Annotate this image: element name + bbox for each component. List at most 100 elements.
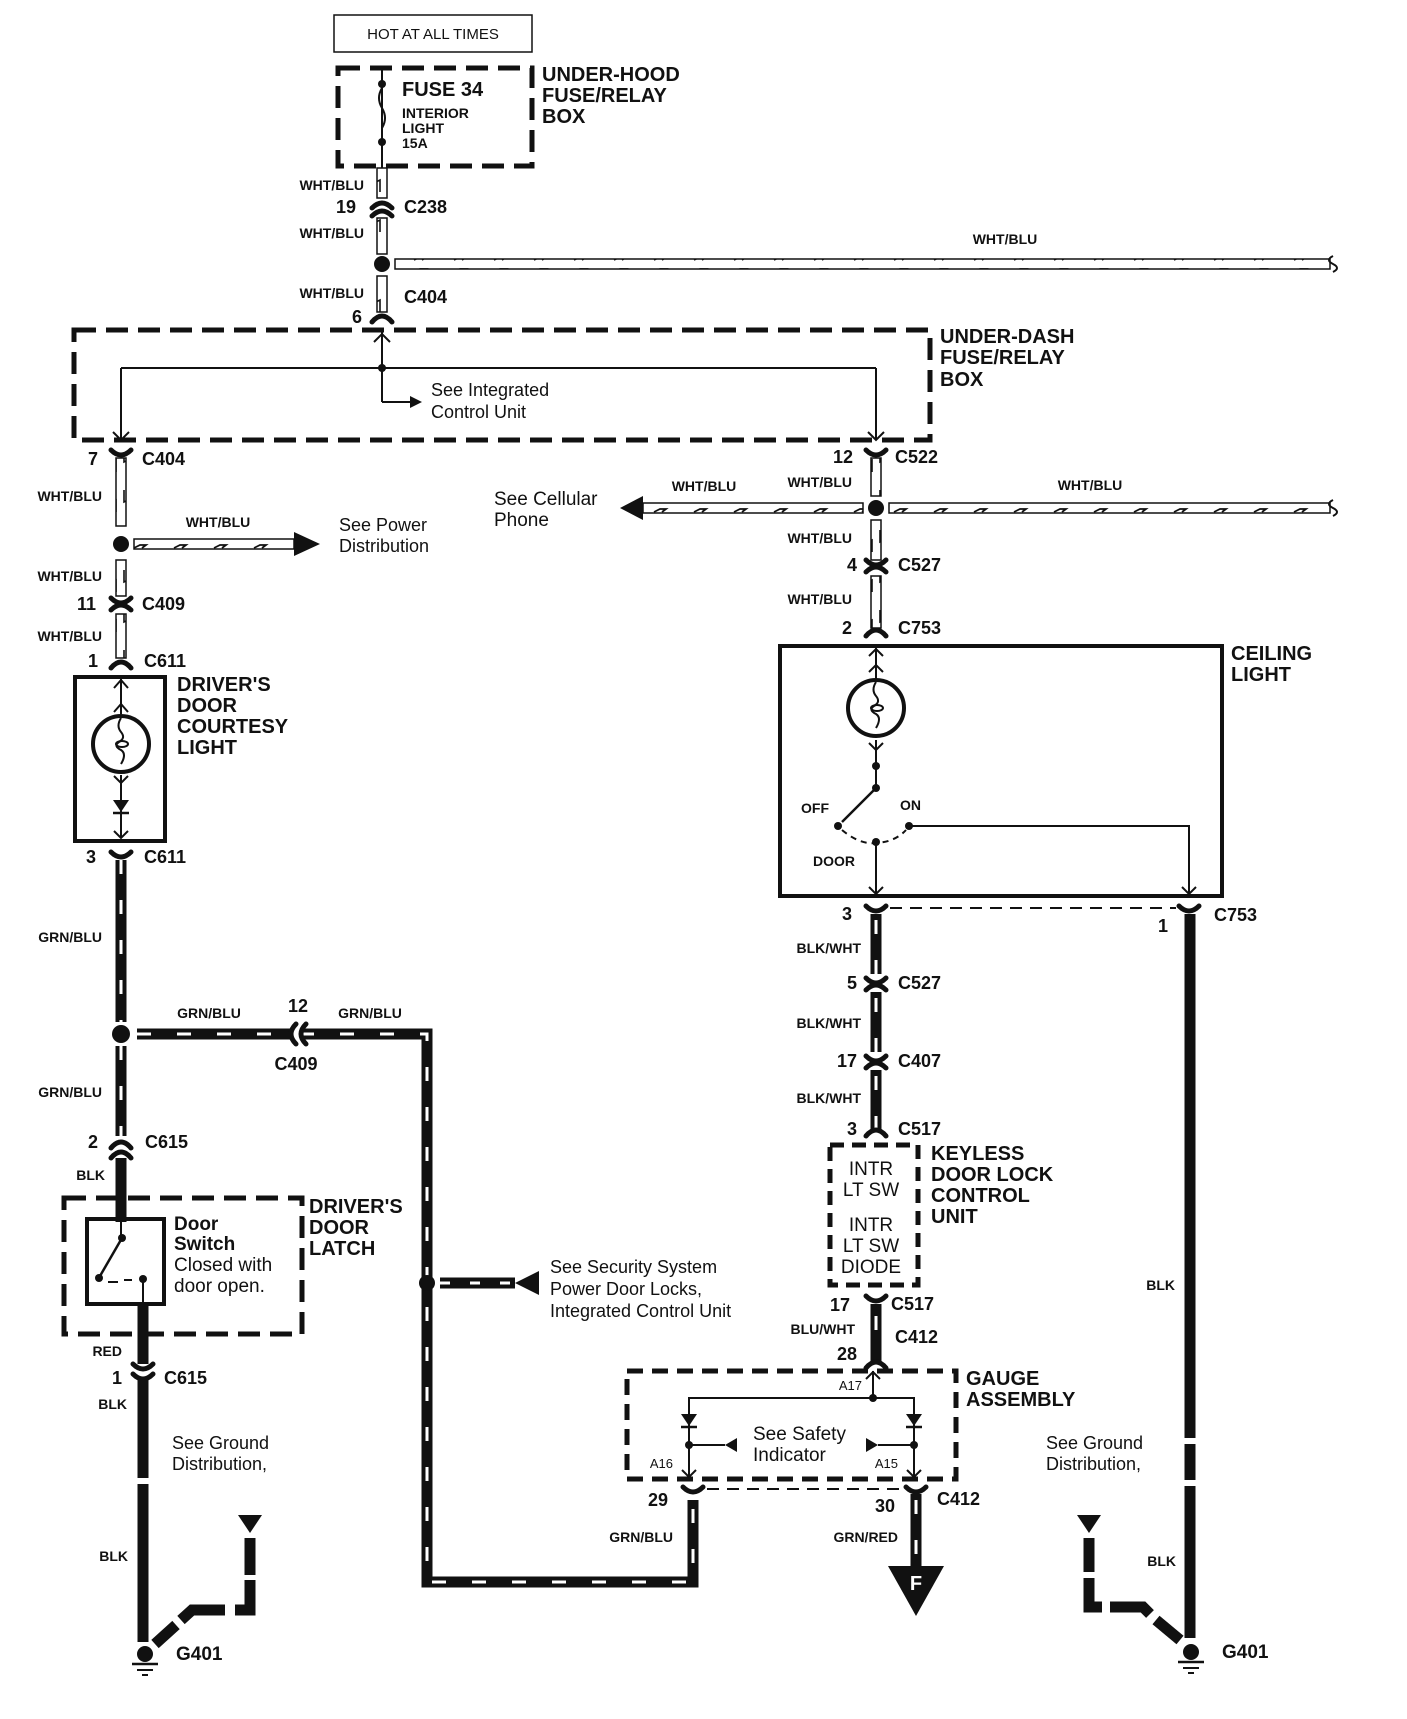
svg-text:Distribution: Distribution (339, 536, 429, 556)
wire-to-cellular-phone: WHT/BLU See Cellular Phone (494, 478, 864, 531)
svg-text:UNDER-HOOD: UNDER-HOOD (542, 64, 680, 86)
svg-text:WHT/BLU: WHT/BLU (37, 628, 102, 644)
svg-text:WHT/BLU: WHT/BLU (672, 478, 737, 494)
svg-text:C615: C615 (145, 1132, 188, 1152)
svg-text:LATCH: LATCH (309, 1238, 375, 1260)
svg-text:BLK/WHT: BLK/WHT (796, 1015, 861, 1031)
svg-text:6: 6 (352, 307, 362, 327)
svg-text:See Power: See Power (339, 515, 427, 535)
svg-text:WHT/BLU: WHT/BLU (299, 285, 364, 301)
svg-text:7: 7 (88, 449, 98, 469)
svg-text:INTERIOR: INTERIOR (402, 105, 469, 121)
ground-g401-right: G401 (1178, 1642, 1269, 1674)
svg-text:See Security System: See Security System (550, 1257, 717, 1277)
ground-g401-left: G401 (132, 1644, 223, 1676)
svg-text:A15: A15 (875, 1456, 898, 1471)
ground-icon (1183, 1644, 1199, 1660)
connector-c611-top: 1 C611 (88, 651, 186, 671)
connector-c404-left: 7 C404 (88, 447, 185, 469)
arrow-right-icon (294, 532, 320, 556)
svg-text:See Ground: See Ground (172, 1433, 269, 1453)
diode-icon (681, 1414, 697, 1426)
svg-text:17: 17 (837, 1051, 857, 1071)
connector-c753-top: 2 C753 (842, 618, 941, 639)
svg-text:Distribution,: Distribution, (1046, 1454, 1141, 1474)
wire-to-security-system: See Security System Power Door Locks, In… (440, 1257, 731, 1321)
svg-text:BLK: BLK (76, 1167, 105, 1183)
splice (374, 256, 390, 272)
diode-icon (906, 1414, 922, 1426)
svg-text:C527: C527 (898, 555, 941, 575)
bulb-icon (91, 714, 151, 774)
bulb-icon (846, 678, 906, 738)
arrow-left-icon (725, 1438, 737, 1452)
keyless-door-lock-control-unit: INTR LT SW INTR LT SW DIODE KEYLESS DOOR… (827, 1142, 1054, 1288)
svg-text:3: 3 (842, 904, 852, 924)
svg-text:5: 5 (847, 973, 857, 993)
svg-text:11: 11 (77, 594, 96, 614)
svg-text:19: 19 (336, 197, 356, 217)
drivers-door-latch: Door Switch Closed with door open. DRIVE… (61, 1195, 403, 1337)
svg-text:LT SW: LT SW (843, 1236, 899, 1257)
svg-text:BOX: BOX (940, 369, 984, 391)
svg-text:C611: C611 (144, 651, 186, 671)
svg-text:BLK/WHT: BLK/WHT (796, 1090, 861, 1106)
connector-c409-mid: 12 C409 (274, 996, 317, 1074)
splice (419, 1275, 435, 1291)
svg-text:See Integrated: See Integrated (431, 380, 549, 400)
ceiling-light: OFF ON DOOR CEILING LIGHT (778, 643, 1312, 898)
svg-text:C409: C409 (274, 1054, 317, 1074)
svg-text:BOX: BOX (542, 106, 586, 128)
svg-text:C409: C409 (142, 594, 185, 614)
connector-c753-bottom: 3 1 C753 (842, 903, 1257, 936)
connector-c412-top: 28 (837, 1344, 889, 1371)
svg-text:Control Unit: Control Unit (431, 402, 526, 422)
svg-text:LIGHT: LIGHT (177, 737, 237, 759)
svg-text:DOOR: DOOR (813, 853, 855, 869)
svg-text:3: 3 (86, 847, 96, 867)
svg-text:DOOR LOCK: DOOR LOCK (931, 1164, 1054, 1186)
svg-text:UNIT: UNIT (931, 1206, 978, 1228)
svg-text:12: 12 (833, 447, 853, 467)
wire-wht-blu (115, 559, 127, 597)
svg-text:FUSE/RELAY: FUSE/RELAY (940, 347, 1066, 369)
svg-text:door open.: door open. (174, 1276, 265, 1297)
svg-text:DRIVER'S: DRIVER'S (309, 1196, 403, 1218)
wire-wht-blu (115, 457, 127, 527)
connector-c409-left: 11 C409 (77, 594, 185, 614)
svg-text:CEILING: CEILING (1231, 643, 1312, 665)
svg-text:Integrated Control Unit: Integrated Control Unit (550, 1301, 731, 1321)
triangle-f-icon (888, 1566, 944, 1616)
wire-wht-blu (870, 575, 882, 629)
under-hood-fuse-relay-box: FUSE 34 INTERIOR LIGHT 15A UNDER-HOOD FU… (335, 64, 680, 169)
svg-text:C527: C527 (898, 973, 941, 993)
svg-text:See Safety: See Safety (753, 1424, 846, 1445)
gauge-assembly: A17 See Safety Indicator A16 A15 GAUGE A… (624, 1368, 1076, 1482)
svg-text:UNDER-DASH: UNDER-DASH (940, 326, 1074, 348)
svg-text:LIGHT: LIGHT (1231, 664, 1291, 686)
wire-wht-blu-right-horizontal: WHT/BLU (888, 477, 1338, 517)
connector-c527-top: 4 C527 (847, 555, 941, 575)
svg-text:A17: A17 (839, 1378, 862, 1393)
svg-text:GRN/BLU: GRN/BLU (177, 1005, 241, 1021)
svg-text:DIODE: DIODE (841, 1257, 901, 1278)
svg-text:WHT/BLU: WHT/BLU (1058, 477, 1123, 493)
svg-text:30: 30 (875, 1496, 895, 1516)
svg-text:F: F (910, 1573, 922, 1595)
svg-text:1: 1 (88, 651, 98, 671)
wire-wht-blu (115, 613, 127, 659)
ground-ref-arrow-icon (238, 1515, 262, 1533)
arrow-right-icon (410, 396, 422, 408)
wire-grn-red: GRN/RED (833, 1494, 922, 1568)
wire-break-icon (1328, 255, 1338, 273)
svg-text:G401: G401 (176, 1644, 223, 1665)
svg-text:3: 3 (847, 1119, 857, 1139)
connector-c615-top: 2 C615 (88, 1132, 188, 1161)
connector-c404-top: 6 C404 (352, 287, 447, 327)
svg-text:C404: C404 (404, 287, 447, 307)
svg-text:BLK: BLK (98, 1396, 127, 1412)
svg-text:1: 1 (1158, 916, 1168, 936)
svg-text:C753: C753 (898, 618, 941, 638)
diode-icon (113, 800, 129, 812)
